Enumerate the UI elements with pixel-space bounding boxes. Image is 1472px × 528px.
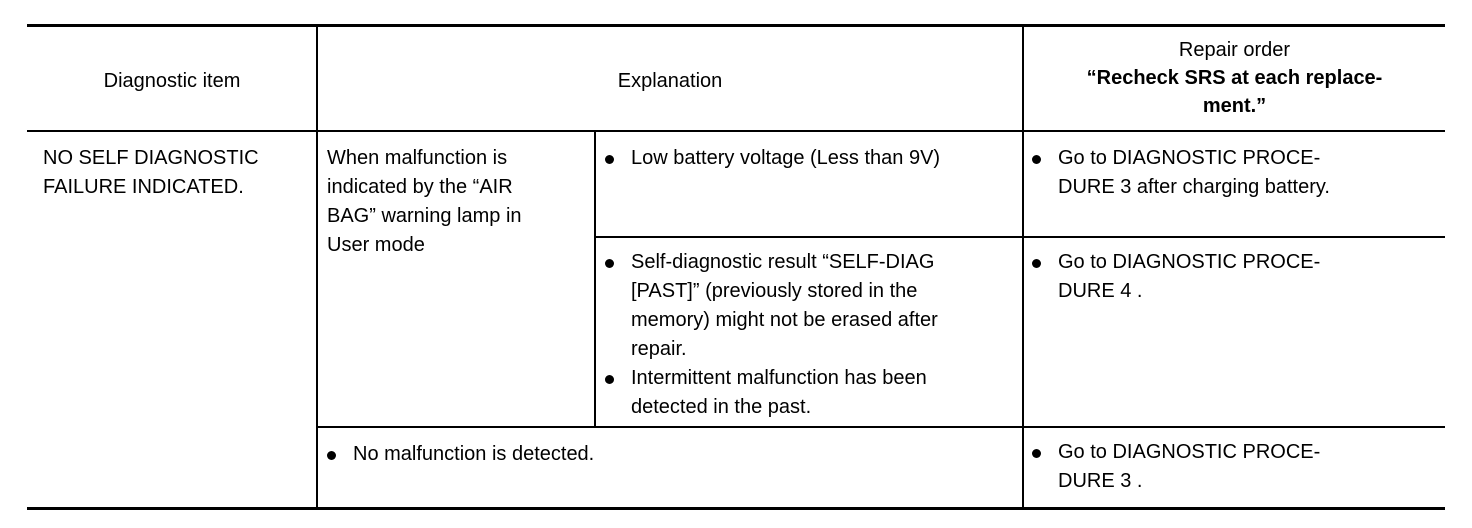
header-explanation-label: Explanation: [617, 70, 723, 92]
condition-line: When malfunction is: [327, 147, 508, 169]
header-diagnostic-item: Diagnostic item: [28, 67, 316, 96]
bullet-icon: [1032, 155, 1041, 164]
row2-repair-line: Go to DIAGNOSTIC PROCE-: [1058, 251, 1321, 273]
condition-line: User mode: [327, 234, 425, 256]
bullet-item: Go to DIAGNOSTIC PROCE- DURE 3 .: [1032, 438, 1442, 496]
row3-repair-line: DURE 3 .: [1058, 470, 1143, 492]
row1-bottom-rule: [595, 236, 1445, 238]
bullet-icon: [605, 259, 614, 268]
header-explanation: Explanation: [318, 67, 1022, 96]
bullet-icon: [327, 451, 336, 460]
header-repair-order: Repair order “Recheck SRS at each replac…: [1024, 36, 1445, 120]
col-divider-1: [316, 26, 318, 508]
diagnostic-item-line: FAILURE INDICATED.: [43, 176, 244, 198]
row1-repair-cell: Go to DIAGNOSTIC PROCE- DURE 3 after cha…: [1032, 144, 1442, 202]
col-divider-3: [1022, 26, 1024, 508]
header-bottom-rule: [27, 130, 1445, 132]
row1-cause-cell: Low battery voltage (Less than 9V): [605, 144, 1020, 173]
bullet-item: Self-diagnostic result “SELF-DIAG [PAST]…: [605, 248, 1020, 364]
row3-cause-cell: No malfunction is detected.: [327, 440, 1017, 469]
row2-cause-a-line: repair.: [631, 338, 687, 360]
diagnostic-item-cell: NO SELF DIAGNOSTIC FAILURE INDICATED.: [43, 144, 315, 202]
bullet-item: Intermittent malfunction has been detect…: [605, 364, 1020, 422]
row2-repair-line: DURE 4 .: [1058, 280, 1143, 302]
row2-repair-cell: Go to DIAGNOSTIC PROCE- DURE 4 .: [1032, 248, 1442, 306]
bullet-icon: [605, 375, 614, 384]
bullet-item: No malfunction is detected.: [327, 440, 1017, 469]
row2-bottom-rule: [316, 426, 1445, 428]
condition-line: indicated by the “AIR: [327, 176, 513, 198]
bullet-icon: [605, 155, 614, 164]
header-diagnostic-item-label: Diagnostic item: [103, 70, 241, 92]
row3-cause-text: No malfunction is detected.: [353, 443, 595, 465]
row1-cause-text: Low battery voltage (Less than 9V): [631, 147, 941, 169]
bullet-item: Go to DIAGNOSTIC PROCE- DURE 3 after cha…: [1032, 144, 1442, 202]
col-divider-2: [594, 131, 596, 428]
bullet-item: Go to DIAGNOSTIC PROCE- DURE 4 .: [1032, 248, 1442, 306]
header-repair-order-title: Repair order: [1178, 39, 1291, 61]
row1-repair-line: DURE 3 after charging battery.: [1058, 176, 1330, 198]
bullet-icon: [1032, 449, 1041, 458]
condition-cell: When malfunction is indicated by the “AI…: [327, 144, 592, 260]
row3-repair-cell: Go to DIAGNOSTIC PROCE- DURE 3 .: [1032, 438, 1442, 496]
header-repair-order-note-2: ment.”: [1202, 95, 1267, 117]
header-repair-order-note-1: “Recheck SRS at each replace-: [1086, 67, 1383, 89]
bullet-item: Low battery voltage (Less than 9V): [605, 144, 1020, 173]
row2-cause-cell: Self-diagnostic result “SELF-DIAG [PAST]…: [605, 248, 1020, 422]
table-bottom-rule: [27, 507, 1445, 510]
row2-cause-a-line: Self-diagnostic result “SELF-DIAG: [631, 251, 935, 273]
row2-cause-a-line: memory) might not be erased after: [631, 309, 938, 331]
row2-cause-a-line: [PAST]” (previously stored in the: [631, 280, 918, 302]
row2-cause-b-line: Intermittent malfunction has been: [631, 367, 927, 389]
row2-cause-b-line: detected in the past.: [631, 396, 812, 418]
bullet-icon: [1032, 259, 1041, 268]
condition-line: BAG” warning lamp in: [327, 205, 522, 227]
row3-repair-line: Go to DIAGNOSTIC PROCE-: [1058, 441, 1321, 463]
row1-repair-line: Go to DIAGNOSTIC PROCE-: [1058, 147, 1321, 169]
table-top-rule: [27, 24, 1445, 27]
diagnostic-item-line: NO SELF DIAGNOSTIC: [43, 147, 259, 169]
